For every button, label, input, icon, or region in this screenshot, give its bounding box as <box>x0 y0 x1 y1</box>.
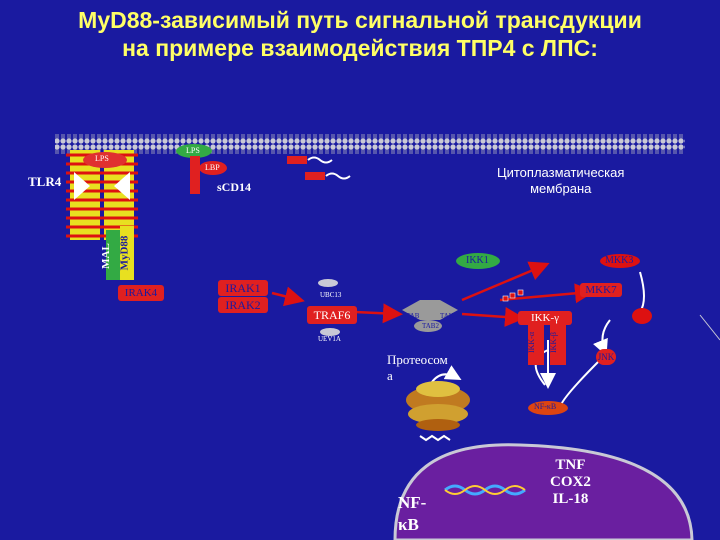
ikk-alpha-label: IKK-α <box>527 332 536 353</box>
ikk-gamma-box: IKK-γ <box>518 311 572 325</box>
irak4-box: IRAK4 <box>118 285 164 301</box>
traf6-box: TRAF6 <box>307 306 357 324</box>
extra-red-node <box>632 308 652 324</box>
proteasome-label-line-2: а <box>387 368 448 384</box>
proteasome-icon <box>406 381 470 440</box>
irak4-label: IRAK4 <box>125 287 157 299</box>
target-genes: TNF COX2 IL-18 <box>550 457 591 508</box>
lps-top-label: LPS <box>186 146 200 155</box>
scd14-molecule-2 <box>305 172 325 180</box>
tab2-label: TAB2 <box>422 322 439 330</box>
lbp-label: LBP <box>205 163 220 172</box>
scd14-molecule-1 <box>287 156 307 164</box>
proteasome-label-line-1: Протеосом <box>387 352 448 368</box>
irak2-box: IRAK2 <box>218 297 268 313</box>
nfkb-label-line-2: κB <box>398 514 426 536</box>
gene-cox2: COX2 <box>550 474 591 491</box>
mal-label: MAL <box>100 243 112 269</box>
irak1-box: IRAK1 <box>218 280 268 296</box>
scd14-label: sCD14 <box>217 180 251 195</box>
membrane-label-line-2: мембрана <box>497 181 624 197</box>
nfkb-label: NF- κB <box>398 492 426 536</box>
uev1a-label: UEV1A <box>318 335 341 343</box>
ubc13-label: UBC13 <box>320 291 341 299</box>
nucleus <box>395 445 692 540</box>
mkk7-label: MKK7 <box>585 284 616 296</box>
ikk-gamma-label: IKK-γ <box>531 312 559 324</box>
membrane-label: Цитоплазматическая мембрана <box>497 165 624 197</box>
proteasome-label: Протеосом а <box>387 352 448 384</box>
traf6-label: TRAF6 <box>314 308 351 323</box>
irak2-label: IRAK2 <box>225 298 260 313</box>
tak-label: TAK <box>440 312 454 320</box>
cell-membrane <box>55 134 685 154</box>
nfkb-label-line-1: NF- <box>398 492 426 514</box>
lbp-bar <box>190 156 200 194</box>
mkk7-box: MKK7 <box>580 283 622 297</box>
lps-left-label: LPS <box>95 154 109 163</box>
myd88-label: MyD88 <box>118 236 130 271</box>
irak1-label: IRAK1 <box>225 281 260 296</box>
gene-tnf: TNF <box>550 457 591 474</box>
ubc13-shape <box>318 279 338 287</box>
ikk1-label: IKK1 <box>466 255 489 266</box>
nfkb-small-label: NF-κB <box>534 402 556 411</box>
jnk-box: JNK <box>596 349 616 365</box>
membrane-label-line-1: Цитоплазматическая <box>497 165 624 181</box>
tlr4-label: TLR4 <box>28 174 61 190</box>
tab-label: TAB <box>406 312 419 320</box>
gene-il18: IL-18 <box>550 491 591 508</box>
jnk-label: JNK <box>598 352 615 362</box>
ikk-beta-label: IKK-β <box>549 332 558 353</box>
mkk3-label: MKK3 <box>605 255 633 266</box>
